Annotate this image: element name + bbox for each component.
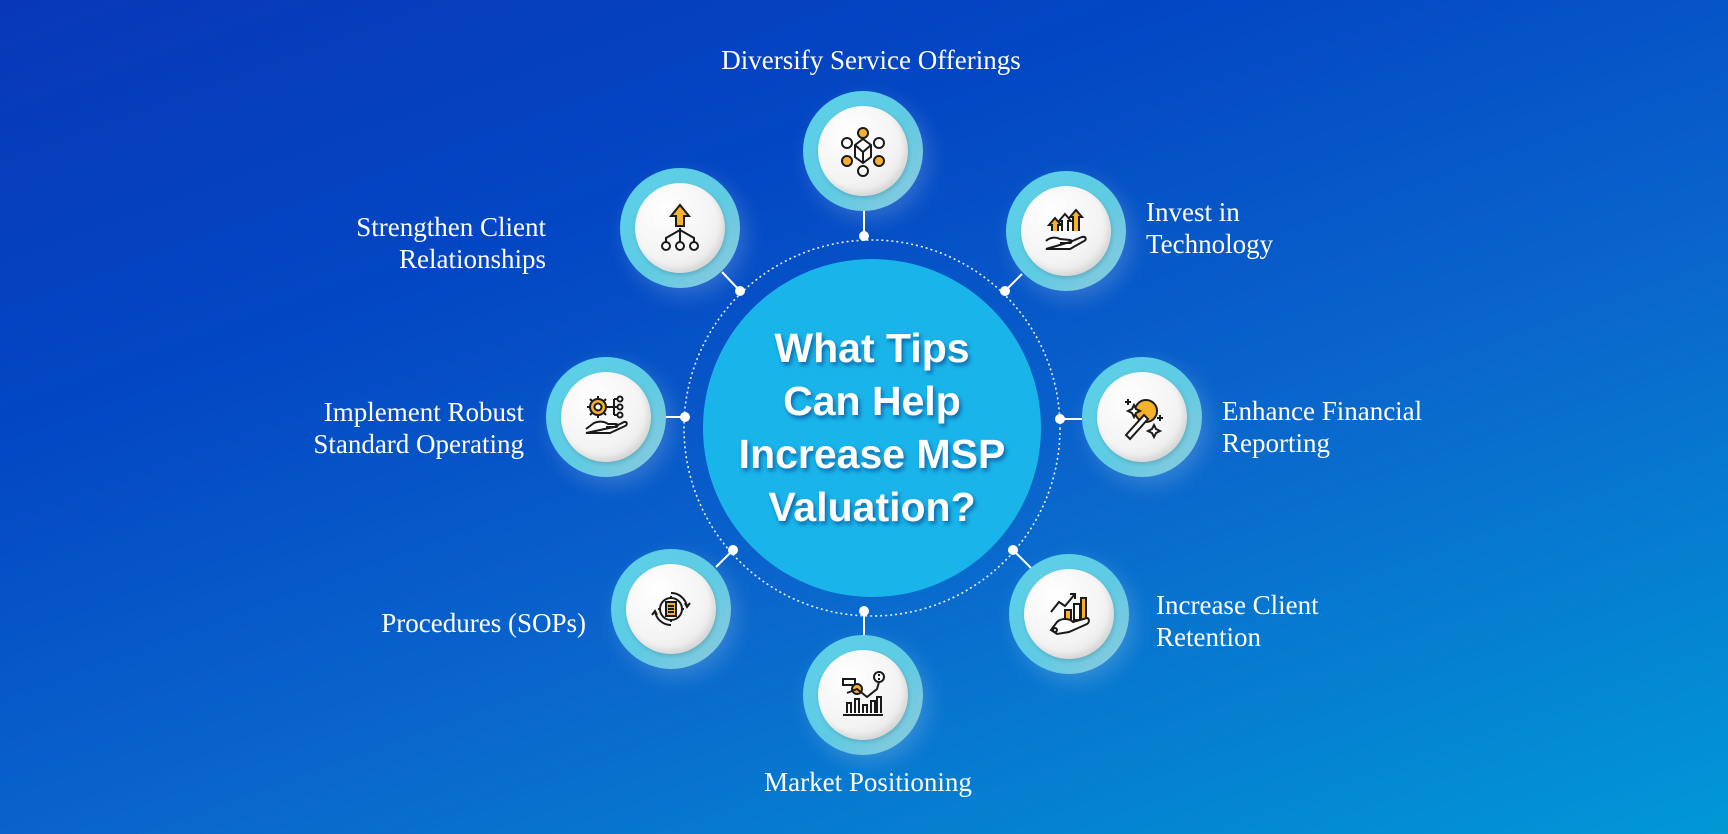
- node-invest-in-technology: [1006, 171, 1126, 291]
- node-market-positioning: [803, 635, 923, 755]
- node-increase-client-retention: [1009, 554, 1129, 674]
- node-implement-robust-sop: [546, 357, 666, 477]
- arrow-branch-icon: [661, 203, 699, 251]
- label-implement-robust-sop: Implement Robust Standard Operating: [313, 397, 524, 459]
- label-diversify-service-offerings: Diversify Service Offerings: [721, 45, 1021, 75]
- label-enhance-financial-reporting: Enhance Financial Reporting: [1222, 396, 1423, 458]
- label-increase-client-retention: Increase Client Retention: [1156, 590, 1319, 652]
- label-invest-in-technology: Invest in Technology: [1146, 197, 1274, 259]
- node-strengthen-client-relationships: [620, 168, 740, 288]
- hand-growth-arrows-icon: [1045, 208, 1087, 250]
- market-analytics-icon: [842, 671, 885, 716]
- magic-wand-icon: [1124, 399, 1163, 441]
- label-market-positioning: Market Positioning: [764, 767, 972, 797]
- node-enhance-financial-reporting: [1082, 357, 1202, 477]
- diagram-title: What Tips Can Help Increase MSP Valuatio…: [738, 325, 1006, 530]
- network-people-icon: [841, 127, 885, 177]
- node-diversify-service-offerings: [803, 91, 923, 211]
- label-procedures-sops: Procedures (SOPs): [381, 608, 586, 638]
- gear-document-cycle-icon: [651, 591, 691, 627]
- hand-gear-hierarchy-icon: [585, 395, 628, 434]
- hand-chart-growth-icon: [1049, 593, 1090, 636]
- center-circle: What Tips Can Help Increase MSP Valuatio…: [703, 259, 1041, 597]
- node-procedures-sops: [611, 549, 731, 669]
- label-strengthen-client-relationships: Strengthen Client Relationships: [356, 212, 546, 274]
